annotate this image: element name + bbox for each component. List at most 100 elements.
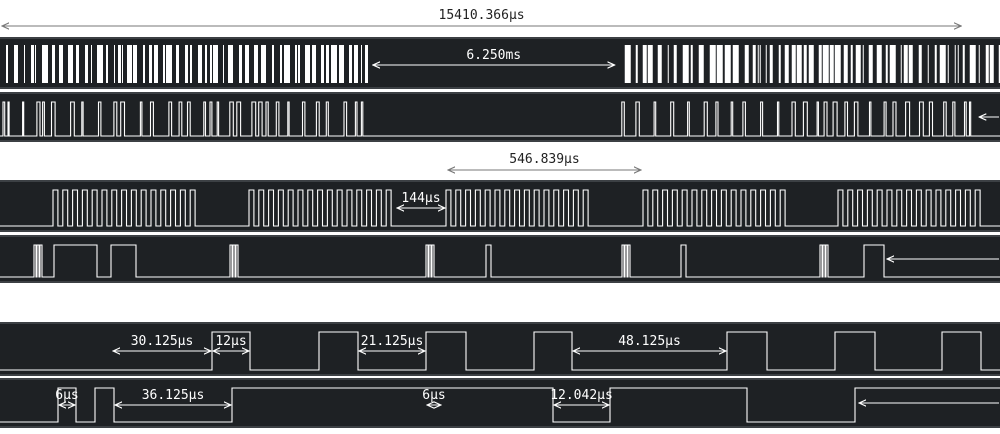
signal-bar	[698, 45, 704, 83]
measure-label: 21.125µs	[361, 334, 424, 349]
signal-bar	[326, 45, 329, 83]
signal-bar	[635, 45, 638, 83]
top-measure-label: 15410.366µs	[439, 8, 525, 23]
signal-bar	[198, 45, 202, 83]
signal-bar	[957, 45, 959, 83]
signal-bar	[133, 45, 137, 83]
signal-trace	[0, 189, 1000, 227]
signal-bar	[176, 45, 179, 83]
signal-bar	[254, 45, 258, 83]
signal-bar	[732, 45, 739, 83]
track-background	[0, 378, 1000, 428]
signal-bar	[163, 45, 165, 83]
signal-bar	[939, 45, 946, 83]
signal-bar	[822, 45, 829, 83]
signal-bar	[709, 45, 716, 83]
signal-bar	[190, 45, 192, 83]
signal-bar	[759, 45, 761, 83]
signal-bar	[298, 45, 300, 83]
signal-bar	[185, 45, 188, 83]
signal-bar	[868, 45, 873, 83]
signal-bar	[834, 45, 841, 83]
measure-label: 12µs	[215, 334, 246, 349]
signal-bar	[154, 45, 158, 83]
signal-bar	[978, 45, 980, 83]
top-measure-label: 546.839µs	[509, 152, 579, 167]
track-background	[0, 322, 1000, 376]
measure-label: 144µs	[401, 191, 440, 206]
signal-bar	[210, 45, 212, 83]
signal-bar	[114, 45, 115, 83]
signal-bar	[295, 45, 297, 83]
signal-bar	[280, 45, 282, 83]
signal-trace	[0, 331, 1000, 371]
panel-zoom1: 546.839µs 144µs	[0, 152, 1000, 283]
signal-bar	[934, 45, 937, 83]
signal-bar	[118, 45, 121, 83]
signal-bar	[765, 45, 767, 83]
track-overview-ch0: 6.250ms	[0, 37, 1000, 89]
measure-label: 48.125µs	[618, 334, 681, 349]
signal-bar	[862, 45, 864, 83]
signal-bar	[778, 45, 781, 83]
signal-bar	[228, 45, 233, 83]
signal-bar	[642, 45, 647, 83]
signal-bar	[361, 45, 362, 83]
signal-bar	[91, 45, 92, 83]
signal-bar	[769, 45, 773, 83]
signal-bar	[989, 45, 994, 83]
signal-bar	[52, 45, 55, 83]
signal-bar	[122, 45, 123, 83]
signal-bar	[843, 45, 848, 83]
signal-bar	[166, 45, 172, 83]
signal-bar	[796, 45, 802, 83]
measure-label: 12.042µs	[550, 388, 613, 403]
signal-trace	[0, 387, 1000, 423]
signal-bar	[954, 45, 956, 83]
measure-label: 6µs	[422, 388, 445, 403]
measure-label: 36.125µs	[142, 388, 205, 403]
signal-bar	[35, 45, 36, 83]
signal-bar	[24, 45, 25, 83]
signal-bar	[690, 45, 693, 83]
signal-bar	[724, 45, 731, 83]
signal-bar	[657, 45, 662, 83]
signal-bar	[213, 45, 218, 83]
signal-bar	[744, 45, 749, 83]
signal-bar	[284, 45, 290, 83]
signal-bar	[239, 45, 242, 83]
panel-overview: 15410.366µs 6.250ms	[0, 8, 1000, 142]
signal-bar	[647, 45, 653, 83]
signal-trace	[0, 101, 1000, 137]
signal-bar	[305, 45, 310, 83]
signal-bar	[42, 45, 48, 83]
signal-bar	[339, 45, 344, 83]
signal-bar	[59, 45, 63, 83]
signal-trace	[0, 244, 1000, 278]
track-zoom1-ch1	[0, 235, 1000, 283]
signal-bar	[127, 45, 132, 83]
signal-bar	[223, 45, 224, 83]
signal-bar	[969, 45, 976, 83]
signal-bar	[889, 45, 896, 83]
measure-label: 30.125µs	[131, 334, 194, 349]
signal-bar	[31, 45, 34, 83]
signal-bar	[261, 45, 266, 83]
signal-bar	[829, 45, 834, 83]
signal-bar	[365, 45, 368, 83]
signal-bar	[205, 45, 207, 83]
signal-bar	[349, 45, 352, 83]
signal-bar	[85, 45, 88, 83]
signal-bar	[143, 45, 145, 83]
signal-bar	[808, 45, 814, 83]
track-zoom1-ch0: 144µs	[0, 180, 1000, 232]
signal-bar	[757, 45, 759, 83]
signal-bar	[624, 45, 631, 83]
signal-bar	[354, 45, 358, 83]
signal-bar	[331, 45, 337, 83]
signal-bar	[927, 45, 929, 83]
signal-bar	[791, 45, 796, 83]
signal-bar	[716, 45, 723, 83]
